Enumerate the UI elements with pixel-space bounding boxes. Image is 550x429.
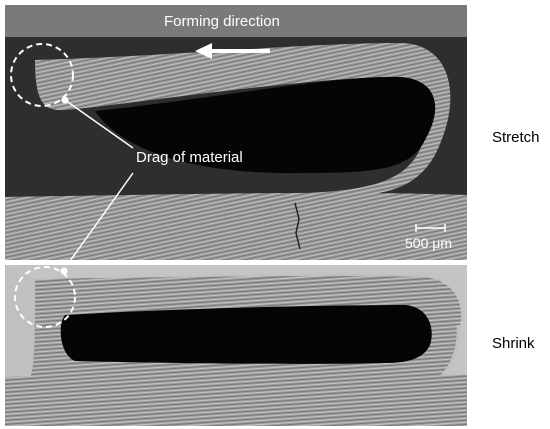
stretch-label: Stretch (492, 129, 540, 146)
forming-direction-label: Forming direction (164, 13, 280, 30)
leader-line-top (64, 99, 134, 149)
scale-bar-label: 500 μm (405, 235, 452, 251)
dashed-circle-icon (10, 43, 74, 107)
cavity-stretch (95, 76, 436, 174)
stretch-micrograph-image (5, 5, 467, 260)
drag-of-material-label: Drag of material (136, 149, 243, 166)
shrink-label: Shrink (492, 335, 535, 352)
lower-flange-shrink (5, 373, 467, 426)
left-arrow-head (195, 43, 212, 59)
shrink-micrograph (5, 265, 467, 426)
crack-mark (294, 202, 301, 250)
cavity-shrink (60, 305, 432, 364)
leader-line-bottom (69, 172, 134, 260)
lower-flange-stretch (5, 192, 467, 260)
stretch-micrograph: Forming direction Drag of material 500 μ… (5, 5, 467, 260)
leader-dot-bottom (60, 267, 68, 275)
shrink-micrograph-image (5, 265, 467, 426)
dashed-circle-icon (14, 266, 76, 328)
